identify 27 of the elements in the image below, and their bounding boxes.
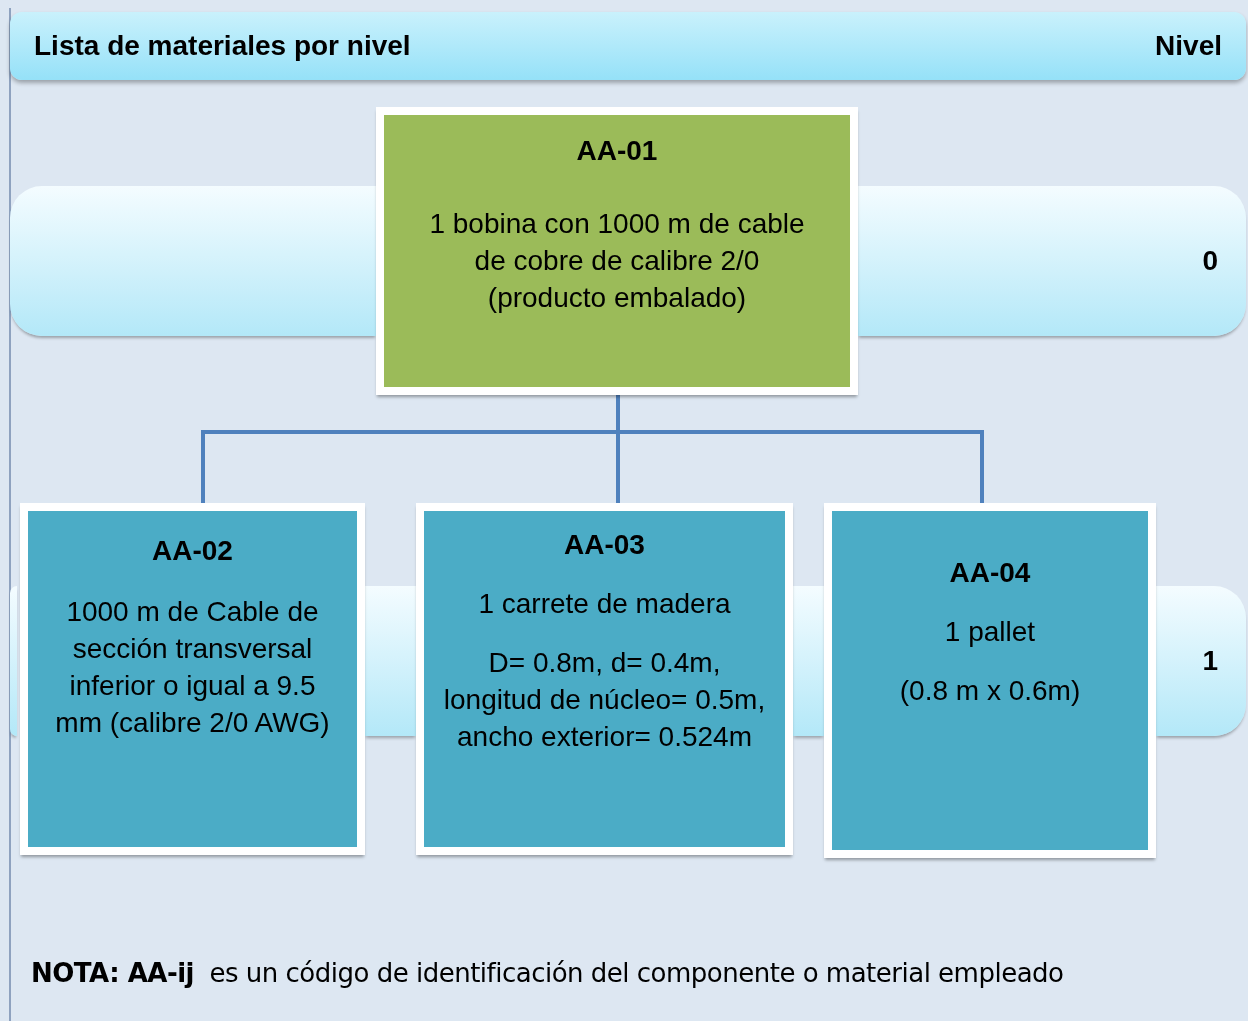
component-code: AA-03 <box>564 528 645 562</box>
component-box <box>376 107 858 395</box>
level-band <box>1156 586 1246 736</box>
component-description: 1000 m de Cable de sección transversal inferior o igual a 9.5 mm (calibre 2/0 AWG) <box>54 594 331 740</box>
header-text: Lista de materiales por nivel <box>34 29 411 63</box>
level-band <box>858 186 1246 336</box>
connector-line <box>616 395 984 503</box>
component-code: AA-02 <box>152 534 233 568</box>
component-description: D= 0.8m, d= 0.4m, longitud de núcleo= 0.5m, ancho exterior= 0.524m <box>442 645 767 754</box>
note-text: NOTA: AA-ij es un código de identificación del componente o material empleado <box>31 957 1064 990</box>
level-band <box>10 186 376 336</box>
component-description: 1 pallet <box>944 614 1036 649</box>
component-box <box>824 503 1156 858</box>
level-band <box>365 586 416 736</box>
component-box <box>20 503 365 855</box>
component-code: AA-01 <box>576 134 658 168</box>
component-description: 1 bobina con 1000 m de cable de cobre de calibre 2/0 (producto embalado) <box>428 206 806 315</box>
component-description: 1 carrete de madera <box>478 586 731 621</box>
level-number: 0 <box>1202 244 1218 278</box>
component-description: (0.8 m x 0.6m) <box>899 673 1081 708</box>
component-code: AA-04 <box>949 556 1031 590</box>
header-text: Nivel <box>1155 29 1222 63</box>
header-band <box>10 12 1246 80</box>
level-band <box>793 586 824 736</box>
level-band <box>10 586 17 736</box>
level-number: 1 <box>1202 644 1218 678</box>
component-box <box>416 503 793 855</box>
